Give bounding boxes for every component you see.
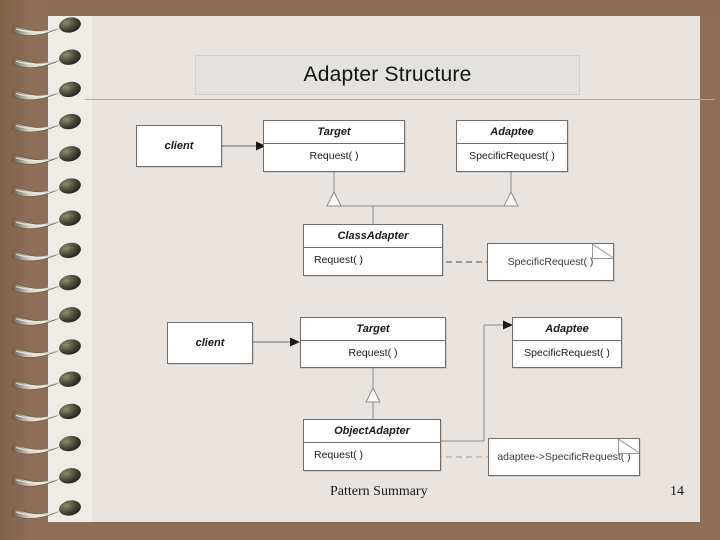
object-adapter-target-box[interactable]: Target Request( ) (300, 317, 446, 368)
class-adapter-target-box[interactable]: Target Request( ) (263, 120, 405, 172)
spiral-binding (11, 17, 81, 519)
object-adapter-client-box[interactable]: client (167, 322, 253, 364)
class-adapter-name: ClassAdapter (337, 230, 409, 242)
page-number: 14 (670, 484, 684, 499)
object-adapter-client-label: client (195, 337, 225, 349)
object-adapter-adaptee-box[interactable]: Adaptee SpecificRequest( ) (512, 317, 622, 368)
class-adapter-note[interactable]: SpecificRequest( ) (487, 243, 614, 281)
object-adapter-note[interactable]: adaptee->SpecificRequest( ) (488, 438, 640, 476)
compartment-divider (457, 143, 567, 144)
object-adapter-adaptee-name: Adaptee (545, 323, 589, 335)
compartment-divider (304, 442, 440, 443)
compartment-divider (264, 143, 404, 144)
compartment-divider (513, 340, 621, 341)
object-adapter-box[interactable]: ObjectAdapter Request( ) (303, 419, 441, 471)
title-divider-rule (85, 99, 715, 100)
class-adapter-note-text: SpecificRequest( ) (507, 256, 594, 268)
background-top-band (0, 0, 720, 16)
compartment-divider (301, 340, 445, 341)
note-fold-corner-icon (618, 439, 639, 454)
object-adapter-operation: Request( ) (314, 449, 364, 461)
class-adapter-adaptee-operation: SpecificRequest( ) (469, 150, 555, 162)
class-adapter-client-box[interactable]: client (136, 125, 222, 167)
page-title: Adapter Structure (303, 63, 472, 86)
class-adapter-box[interactable]: ClassAdapter Request( ) (303, 224, 443, 276)
object-adapter-adaptee-operation: SpecificRequest( ) (524, 347, 610, 359)
slide-title-banner: Adapter Structure (195, 55, 580, 95)
footer-label: Pattern Summary (330, 484, 428, 499)
object-adapter-note-text: adaptee->SpecificRequest( ) (497, 451, 631, 463)
class-adapter-target-operation: Request( ) (309, 150, 359, 162)
class-adapter-operation: Request( ) (314, 254, 364, 266)
object-adapter-target-operation: Request( ) (348, 347, 398, 359)
class-adapter-adaptee-box[interactable]: Adaptee SpecificRequest( ) (456, 120, 568, 172)
note-fold-corner-icon (592, 244, 613, 259)
class-adapter-target-name: Target (317, 126, 351, 138)
class-adapter-adaptee-name: Adaptee (490, 126, 534, 138)
class-adapter-client-label: client (164, 140, 194, 152)
object-adapter-target-name: Target (356, 323, 390, 335)
object-adapter-name: ObjectAdapter (334, 425, 410, 437)
compartment-divider (304, 247, 442, 248)
